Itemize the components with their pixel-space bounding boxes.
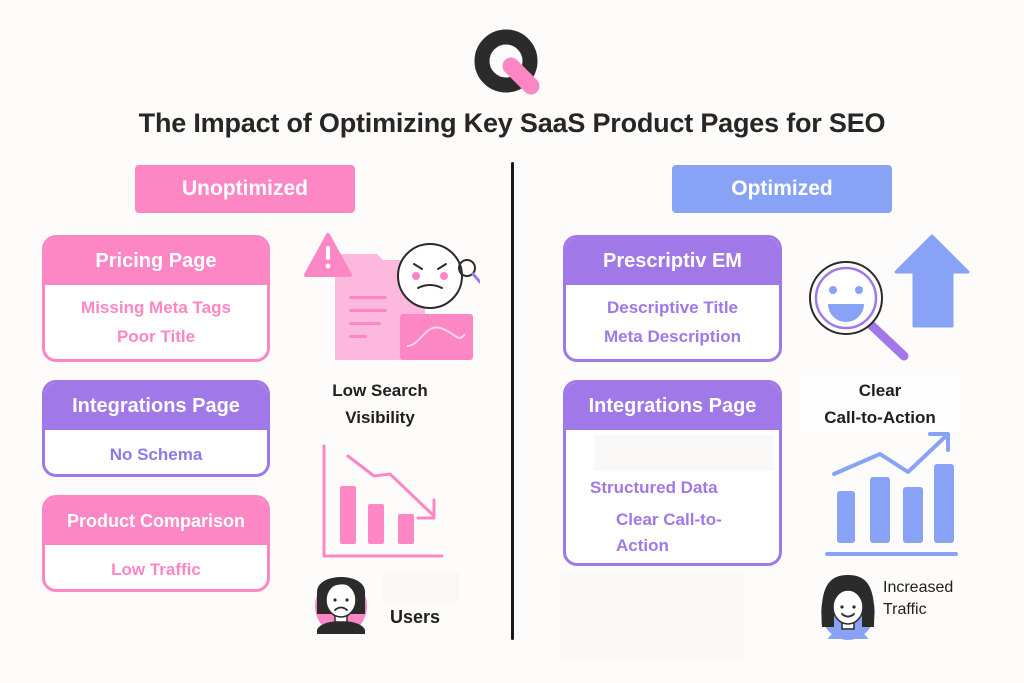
happy-user-avatar-icon (821, 575, 875, 640)
card-header: Product Comparison (45, 498, 267, 545)
pricing-page-card: Pricing Page Missing Meta Tags Poor Titl… (42, 235, 270, 362)
card-line: Poor Title (116, 327, 196, 346)
section-divider (511, 162, 514, 640)
card-line: Clear Call-to- Action (616, 510, 722, 555)
card-line: Missing Meta Tags (81, 298, 231, 317)
magnifier-happy-face-up-arrow-icon (809, 234, 970, 361)
increased-traffic-caption: Increased Traffic (883, 579, 954, 618)
card-line: Meta Description (604, 327, 741, 346)
card-line: No Schema (109, 445, 203, 464)
card-line: Low Traffic (111, 560, 201, 579)
sad-user-avatar-icon (315, 577, 367, 634)
card-header: Prescriptiv EM (566, 238, 779, 285)
integrations-page-card-unoptimized: Integrations Page No Schema (42, 380, 270, 477)
rising-bar-chart-icon (825, 432, 958, 556)
q-logo-icon (474, 29, 540, 95)
optimized-badge: Optimized (672, 165, 892, 213)
low-search-visibility-caption: Low Search Visibility (332, 381, 428, 427)
card-line: Structured Data (590, 478, 718, 497)
integrations-page-card-optimized: Integrations Page Structured Data Clear … (563, 380, 782, 566)
card-header: Integrations Page (45, 383, 267, 430)
card-header: Pricing Page (45, 238, 267, 285)
page-title: The Impact of Optimizing Key SaaS Produc… (138, 108, 886, 138)
document-warning-angry-face-icon (304, 233, 480, 360)
users-caption: Users (390, 607, 441, 627)
card-header: Integrations Page (566, 383, 779, 430)
product-comparison-card: Product Comparison Low Traffic (42, 495, 270, 592)
unoptimized-badge: Unoptimized (135, 165, 355, 213)
clear-cta-caption: Clear Call-to-Action (800, 377, 960, 431)
blank-area (560, 572, 744, 660)
prescriptiv-em-card: Prescriptiv EM Descriptive Title Meta De… (563, 235, 782, 362)
declining-bar-chart-icon (322, 444, 444, 558)
card-line: Descriptive Title (606, 298, 739, 317)
